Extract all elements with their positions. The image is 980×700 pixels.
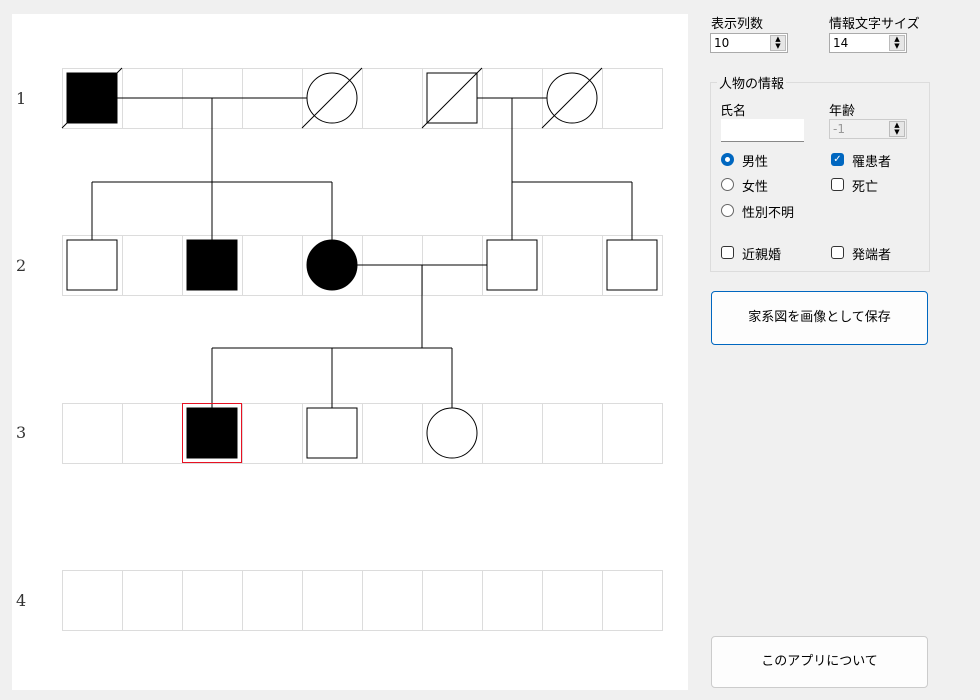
columns-value: 10 [714,36,730,50]
person-r2c1-male [66,239,118,291]
deceased-slash [301,67,363,129]
person-r2c10-male [606,239,658,291]
proband-label: 発端者 [852,248,892,263]
radio-unknown[interactable] [721,204,734,217]
grid-cell[interactable] [242,235,303,296]
name-input[interactable] [721,119,804,142]
age-value: -1 [833,122,845,136]
radio-female-label: 女性 [742,180,769,195]
family-lines-3 [211,264,487,408]
grid-cell[interactable] [482,570,543,631]
grid-cell[interactable] [542,235,603,296]
spin-updown-icon[interactable]: ▲▼ [889,35,905,51]
affected-label: 罹患者 [852,155,892,170]
grid-cell[interactable] [602,570,663,631]
font-size-spinner[interactable]: 14 ▲▼ [829,33,907,53]
person-info-group [710,82,930,272]
spin-updown-icon[interactable]: ▲▼ [770,35,786,51]
columns-label: 表示列数 [711,17,764,32]
grid-cell[interactable] [62,403,123,464]
deceased-slash [61,67,123,129]
age-spinner[interactable]: -1 ▲▼ [829,119,907,139]
affected-checkbox[interactable]: ✓ [831,153,844,166]
spin-updown-icon[interactable]: ▲▼ [889,121,905,137]
family-lines-2 [477,97,633,240]
radio-male[interactable] [721,153,734,166]
grid-cell[interactable] [242,570,303,631]
person-info-title: 人物の情報 [717,73,787,92]
name-label: 氏名 [720,104,747,119]
person-r2c5-affected-female [306,239,358,291]
row-label: 4 [16,591,26,610]
grid-cell[interactable] [182,570,243,631]
age-label: 年齢 [829,104,856,119]
row-label: 1 [16,89,26,108]
columns-spinner[interactable]: 10 ▲▼ [710,33,788,53]
grid-cell[interactable] [542,570,603,631]
grid [62,68,663,631]
person-r2c8-male [486,239,538,291]
deceased-label: 死亡 [852,180,879,195]
grid-cell[interactable] [362,570,423,631]
font-size-label: 情報文字サイズ [829,17,920,32]
radio-female[interactable] [721,178,734,191]
grid-cell[interactable] [422,570,483,631]
row-label: 3 [16,423,26,442]
save-image-button[interactable]: 家系図を画像として保存 [711,291,928,345]
check-icon: ✓ [833,154,842,165]
grid-cell[interactable] [482,403,543,464]
grid-cell[interactable] [122,403,183,464]
person-r3c7-female [426,407,478,459]
deceased-checkbox[interactable] [831,178,844,191]
grid-cell[interactable] [542,403,603,464]
grid-cell[interactable] [602,68,663,129]
grid-cell[interactable] [302,570,363,631]
proband-checkbox[interactable] [831,246,844,259]
grid-cell[interactable] [122,235,183,296]
grid-cell[interactable] [362,68,423,129]
selected-cell [182,403,242,463]
family-lines-1 [91,97,333,240]
person-r3c5-male [306,407,358,459]
person-r2c3-affected-male [186,239,238,291]
grid-cell[interactable] [362,403,423,464]
radio-male-label: 男性 [742,155,769,170]
radio-unknown-label: 性別不明 [742,206,795,221]
consanguinity-checkbox[interactable] [721,246,734,259]
grid-cell[interactable] [602,403,663,464]
grid-cell[interactable] [242,403,303,464]
font-size-value: 14 [833,36,849,50]
row-label: 2 [16,256,26,275]
pedigree-canvas[interactable]: 1 2 3 4 [12,14,688,690]
consanguinity-label: 近親婚 [742,248,782,263]
grid-cell[interactable] [62,570,123,631]
person-r3c3-affected-male [186,407,238,459]
grid-cell[interactable] [122,570,183,631]
pedigree-drawing: 1 2 3 4 [16,67,663,631]
about-button[interactable]: このアプリについて [711,636,928,688]
deceased-slash [541,67,603,129]
deceased-slash [421,67,483,129]
